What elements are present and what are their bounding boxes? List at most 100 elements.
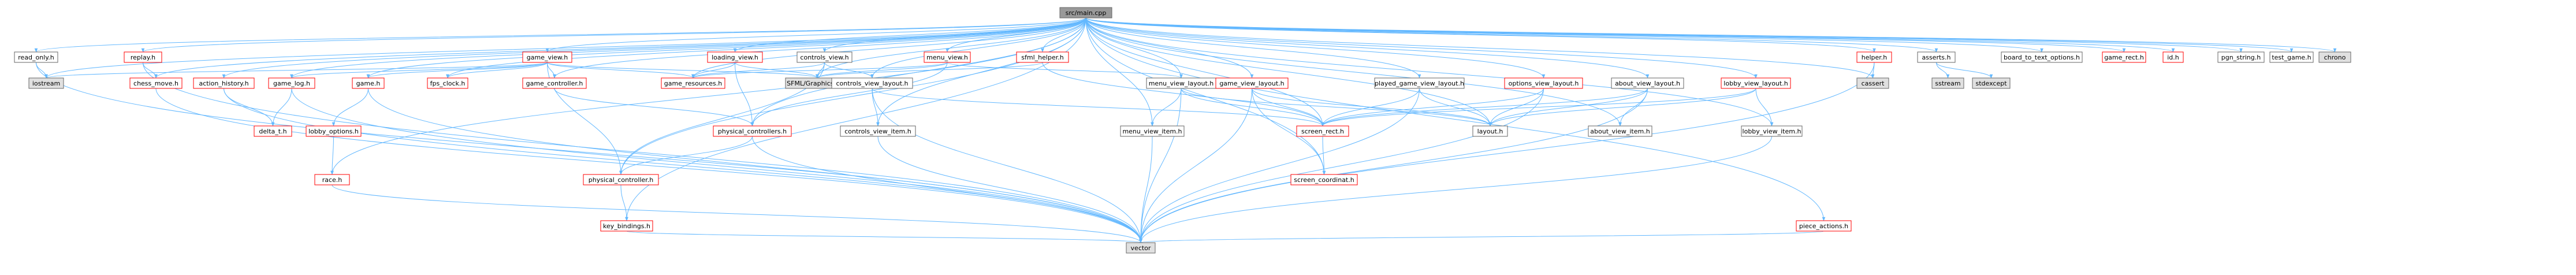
node-label: sfml_helper.h [1021,54,1063,61]
node-label: id.h [2167,54,2179,61]
edge-played_game_view_layout_h-to-vector [1139,88,1420,243]
node-game-resources-h[interactable]: game_resources.h [661,77,725,89]
edge-lobby_view_item_h-to-vector [1139,136,1772,243]
edge-src_main_cpp-to-physical_controllers_h [750,17,1086,127]
node-box [129,77,183,89]
node-box [924,51,971,63]
node-action-history-h[interactable]: action_history.h [193,77,255,89]
node-delta-t-h[interactable]: delta_t.h [254,125,292,137]
node-key-bindings-h[interactable]: key_bindings.h [600,220,653,232]
edge-asserts_h-to-stdexcept [1936,62,1993,79]
node-fps-clock-h[interactable]: fps_clock.h [427,77,468,89]
edge-src_main_cpp-to-lobby_view_item_h [1085,17,1774,127]
node-menu-view-item-h[interactable]: menu_view_item.h [1120,125,1185,137]
edge-race_h-to-vector [332,184,1142,243]
edge-src_main_cpp-to-replay_h [142,17,1086,53]
node-board-to-text-options-h[interactable]: board_to_text_options.h [2001,51,2083,63]
node-chrono: chrono [2318,51,2351,63]
node-label: iostream [32,80,60,87]
edge-lobby_view_layout_h-to-layout_h [1488,88,1756,127]
edge-game_view_layout_h-to-screen_rect_h [1252,88,1324,127]
node-game-controller-h[interactable]: game_controller.h [522,77,587,89]
node-lobby-view-layout-h[interactable]: lobby_view_layout.h [1721,77,1791,89]
node-piece-actions-h[interactable]: piece_actions.h [1796,220,1852,232]
node-box [1796,220,1852,232]
node-box [1374,77,1465,89]
edge-src_main_cpp-to-controls_view_item_h [876,17,1086,127]
node-label: lobby_options.h [308,128,359,135]
node-about-view-layout-h[interactable]: about_view_layout.h [1611,77,1684,89]
edge-game_view_h-to-game_resources_h [547,62,695,79]
node-asserts-h[interactable]: asserts.h [1917,51,1956,63]
edge-game_view_h-to-game_log_h [290,62,548,79]
edge-src_main_cpp-to-key_bindings_h [625,17,1086,221]
node-label: options_view_layout.h [1509,80,1579,87]
node-box [1290,174,1358,185]
node-replay-h[interactable]: replay.h [124,51,162,63]
edge-src_main_cpp-to-asserts_h [1085,17,1938,53]
edge-src_main_cpp-to-sfml_helper_h [1041,17,1086,53]
edge-piece_actions_h-to-vector [1139,231,1824,243]
edge-about_view_layout_h-to-vector [1139,88,1648,243]
edge-loading_view_h-to-game_resources_h [691,62,735,79]
edge-game_view_h-to-sfml_graphics_hpp [547,62,819,79]
node-box [661,77,725,89]
node-sfml-helper-h[interactable]: sfml_helper.h [1016,51,1069,63]
node-read-only-h[interactable]: read_only.h [14,51,58,63]
node-game-rect-h[interactable]: game_rect.h [2102,51,2146,63]
node-about-view-item-h[interactable]: about_view_item.h [1588,125,1652,137]
edge-lobby_options_h-to-race_h [330,136,334,175]
edge-src_main_cpp-to-about_view_item_h [1085,17,1622,127]
node-helper-h[interactable]: helper.h [1856,51,1892,63]
node-box [2217,51,2265,63]
node-label: loading_view.h [712,54,758,61]
node-chess-move-h[interactable]: chess_move.h [129,77,183,89]
node-layout-h[interactable]: layout.h [1472,125,1508,137]
node-label: fps_clock.h [430,80,466,87]
node-game-h[interactable]: game.h [352,77,385,89]
node-id-h[interactable]: id.h [2162,51,2184,63]
node-label: game_rect.h [2104,54,2144,61]
node-screen-rect-h[interactable]: screen_rect.h [1296,125,1349,137]
node-menu-view-h[interactable]: menu_view.h [924,51,971,63]
node-box [193,77,255,89]
node-box [1917,51,1956,63]
node-screen-coordinat-h[interactable]: screen_coordinat.h [1290,174,1358,185]
edge-game_view_h-to-fps_clock_h [446,62,548,79]
edge-chess_move_h-to-vector [155,88,1142,243]
node-game-view-layout-h[interactable]: game_view_layout.h [1215,77,1289,89]
edge-game_log_h-to-vector [291,88,1142,243]
node-box [1126,242,1156,254]
node-label: key_bindings.h [603,222,650,230]
node-controls-view-h[interactable]: controls_view.h [796,51,853,63]
node-label: screen_coordinat.h [1294,176,1354,184]
node-box [268,77,315,89]
node-test-game-h[interactable]: test_game.h [2269,51,2314,63]
node-game-log-h[interactable]: game_log.h [268,77,315,89]
header-nodes: src/main.cppread_only.hiostreamreplay.hc… [14,7,2351,254]
node-game-view-h[interactable]: game_view.h [522,51,572,63]
node-controls-view-layout-h[interactable]: controls_view_layout.h [831,77,913,89]
node-physical-controller-h[interactable]: physical_controller.h [583,174,659,185]
node-loading-view-h[interactable]: loading_view.h [707,51,763,63]
edge-menu_view_layout_h-to-screen_rect_h [1181,88,1324,127]
node-label: game_controller.h [526,80,583,87]
node-controls-view-item-h[interactable]: controls_view_item.h [840,125,916,137]
node-box [1504,77,1583,89]
edge-options_view_layout_h-to-layout_h [1488,88,1544,127]
edge-game_view_layout_h-to-vector [1139,88,1252,243]
node-pgn-string-h[interactable]: pgn_string.h [2217,51,2265,63]
node-box [1059,7,1112,18]
node-race-h[interactable]: race.h [314,174,350,185]
node-physical-controllers-h[interactable]: physical_controllers.h [713,125,792,137]
edge-replay_h-to-chess_move_h [143,62,158,79]
node-menu-view-layout-h[interactable]: menu_view_layout.h [1146,77,1216,89]
node-lobby-view-item-h[interactable]: lobby_view_item.h [1741,125,1803,137]
edge-game_h-to-vector [368,88,1142,243]
edge-game_view_h-to-iostream [44,62,548,79]
node-options-view-layout-h[interactable]: options_view_layout.h [1504,77,1583,89]
node-played-game-view-layout-h[interactable]: played_game_view_layout.h [1374,77,1465,89]
node-lobby-options-h[interactable]: lobby_options.h [306,125,362,137]
node-box [2269,51,2314,63]
